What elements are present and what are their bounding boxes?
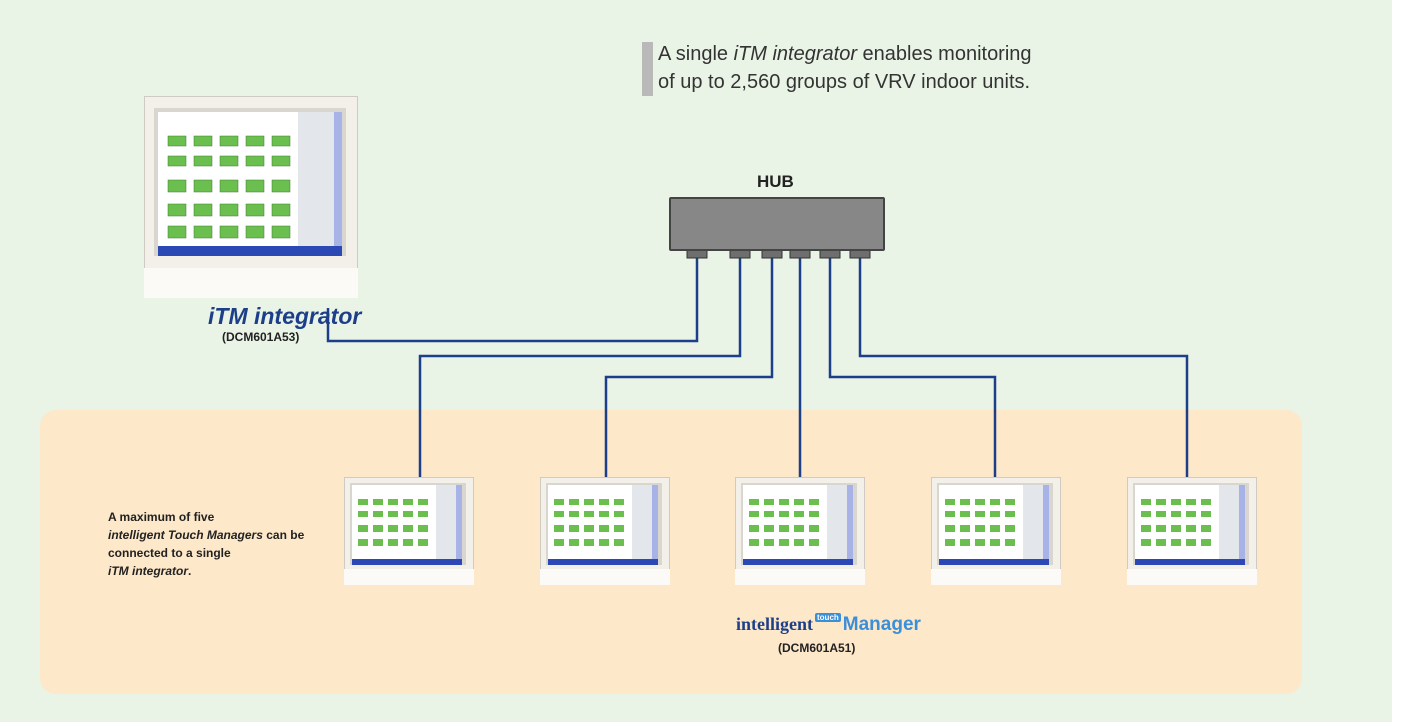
caption-line-1: A single iTM integrator enables monitori… — [658, 43, 1032, 65]
manager-model: (DCM601A51) — [778, 641, 856, 655]
manager-device-5 — [1127, 477, 1257, 585]
manager-device-2 — [540, 477, 670, 585]
manager-device-4 — [931, 477, 1061, 585]
hub-label: HUB — [757, 172, 794, 191]
integrator-screen-icons — [167, 135, 291, 239]
wire-manager-1 — [418, 258, 742, 477]
logo-manager: Manager — [842, 614, 921, 635]
wire-integrator — [326, 258, 699, 343]
wire-manager-2 — [604, 258, 774, 477]
integrator-model: (DCM601A53) — [222, 330, 300, 344]
caption-bar — [642, 42, 653, 96]
logo-intelligent: intelligent — [736, 614, 813, 634]
caption-line-2: of up to 2,560 groups of VRV indoor unit… — [658, 71, 1031, 93]
logo-touch: touch — [815, 613, 841, 622]
manager-device-1 — [344, 477, 474, 585]
manager-device-3 — [735, 477, 865, 585]
wire-manager-4 — [828, 258, 997, 477]
managers-panel — [40, 410, 1302, 694]
integrator-title: iTM integrator — [208, 303, 362, 329]
hub-box — [669, 197, 885, 251]
wire-manager-5 — [858, 258, 1189, 477]
header-caption: A single iTM integrator enables monitori… — [642, 40, 1032, 96]
integrator-device — [144, 96, 358, 298]
hub-ports — [686, 246, 871, 259]
